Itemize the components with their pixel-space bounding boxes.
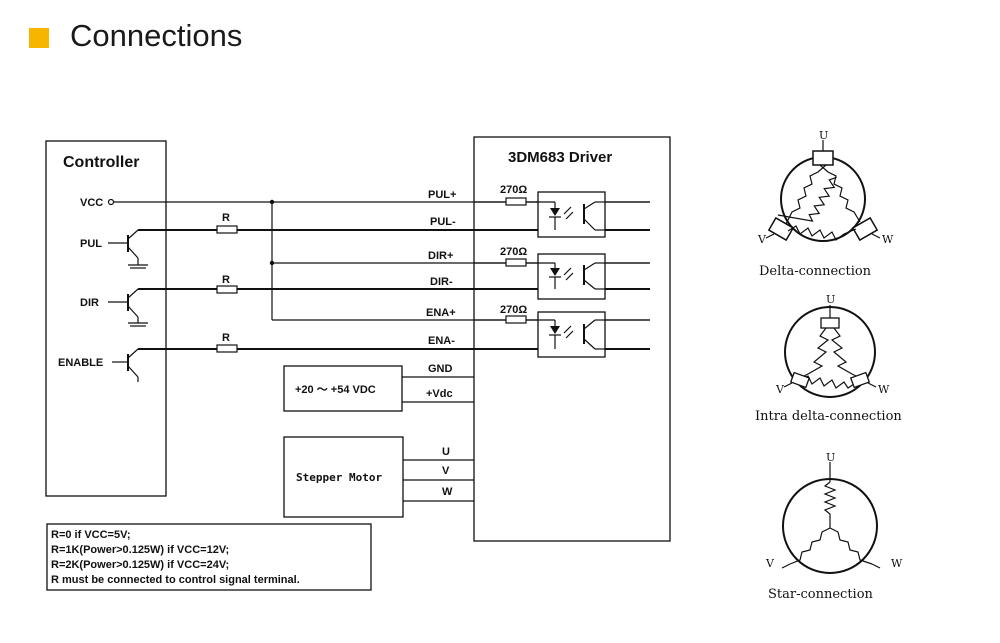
pin-pul-minus: PUL- xyxy=(430,216,456,228)
transistor-enable xyxy=(112,348,139,382)
intra-delta-caption: Intra delta-connection xyxy=(755,409,902,424)
resistor-label: R xyxy=(222,274,230,286)
delta-connection-diagram: U V W Delta-connection xyxy=(757,129,894,279)
header-accent-square xyxy=(29,28,49,48)
pin-u: U xyxy=(442,446,450,458)
driver-resistor-value: 270Ω xyxy=(500,304,527,316)
intra-delta-u-label: U xyxy=(826,293,835,306)
notes-box xyxy=(46,523,372,591)
delta-u-label: U xyxy=(819,129,828,142)
pin-w: W xyxy=(442,486,453,498)
pin-v: V xyxy=(442,465,450,477)
driver-title: 3DM683 Driver xyxy=(508,149,612,166)
resistor-enable xyxy=(216,344,238,353)
pin-ena-minus: ENA- xyxy=(428,335,455,347)
motor-label: Stepper Motor xyxy=(296,471,382,484)
vcc-terminal xyxy=(107,198,115,206)
delta-w-label: W xyxy=(882,233,894,246)
driver-resistor-value: 270Ω xyxy=(500,184,527,196)
star-caption: Star-connection xyxy=(768,587,874,602)
intra-delta-v-label: V xyxy=(775,383,785,396)
controller-box xyxy=(45,140,167,497)
note-line: R=0 if VCC=5V; xyxy=(51,529,130,541)
intra-delta-connection-diagram: U V W Intra delta-connection xyxy=(755,293,902,424)
driver-resistor-ena xyxy=(505,315,527,324)
resistor-pul xyxy=(216,225,238,234)
optocoupler-ena xyxy=(537,311,606,358)
controller-pul-label: PUL xyxy=(80,238,102,250)
page-title: Connections xyxy=(70,18,243,53)
optocoupler-pul xyxy=(537,191,606,238)
power-supply-label: +20 ～ +54 VDC xyxy=(295,384,376,396)
note-line: R must be connected to control signal te… xyxy=(51,574,300,586)
optocoupler-dir xyxy=(537,253,606,300)
star-w-label: W xyxy=(891,557,903,570)
driver-resistor-dir xyxy=(505,258,527,267)
star-u-label: U xyxy=(826,451,835,464)
transistor-pul xyxy=(108,229,148,269)
resistor-label: R xyxy=(222,212,230,224)
driver-resistor-value: 270Ω xyxy=(500,246,527,258)
power-supply-box xyxy=(283,365,403,412)
pin-dir-minus: DIR- xyxy=(430,276,453,288)
driver-resistor-pul xyxy=(505,197,527,206)
transistor-dir xyxy=(108,288,148,327)
star-v-label: V xyxy=(765,557,775,570)
pin-gnd: GND xyxy=(428,363,453,375)
motor-box xyxy=(283,436,404,518)
star-connection-diagram: U V W Star-connection xyxy=(765,451,903,602)
pin-dir-plus: DIR+ xyxy=(428,250,453,262)
pin-vdc: +Vdc xyxy=(426,388,453,400)
intra-delta-w-label: W xyxy=(878,383,890,396)
junction-dot xyxy=(269,199,275,205)
controller-vcc-label: VCC xyxy=(80,197,103,209)
note-line: R=2K(Power>0.125W) if VCC=24V; xyxy=(51,559,229,571)
header: Connections xyxy=(0,0,1000,80)
pin-pul-plus: PUL+ xyxy=(428,189,456,201)
delta-caption: Delta-connection xyxy=(759,264,872,279)
controller-dir-label: DIR xyxy=(80,297,99,309)
pin-ena-plus: ENA+ xyxy=(426,307,456,319)
controller-enable-label: ENABLE xyxy=(58,357,103,369)
resistor-dir xyxy=(216,285,238,294)
driver-box xyxy=(473,136,671,542)
resistor-label: R xyxy=(222,332,230,344)
controller-title: Controller xyxy=(63,154,139,171)
note-line: R=1K(Power>0.125W) if VCC=12V; xyxy=(51,544,229,556)
delta-v-label: V xyxy=(757,233,767,246)
